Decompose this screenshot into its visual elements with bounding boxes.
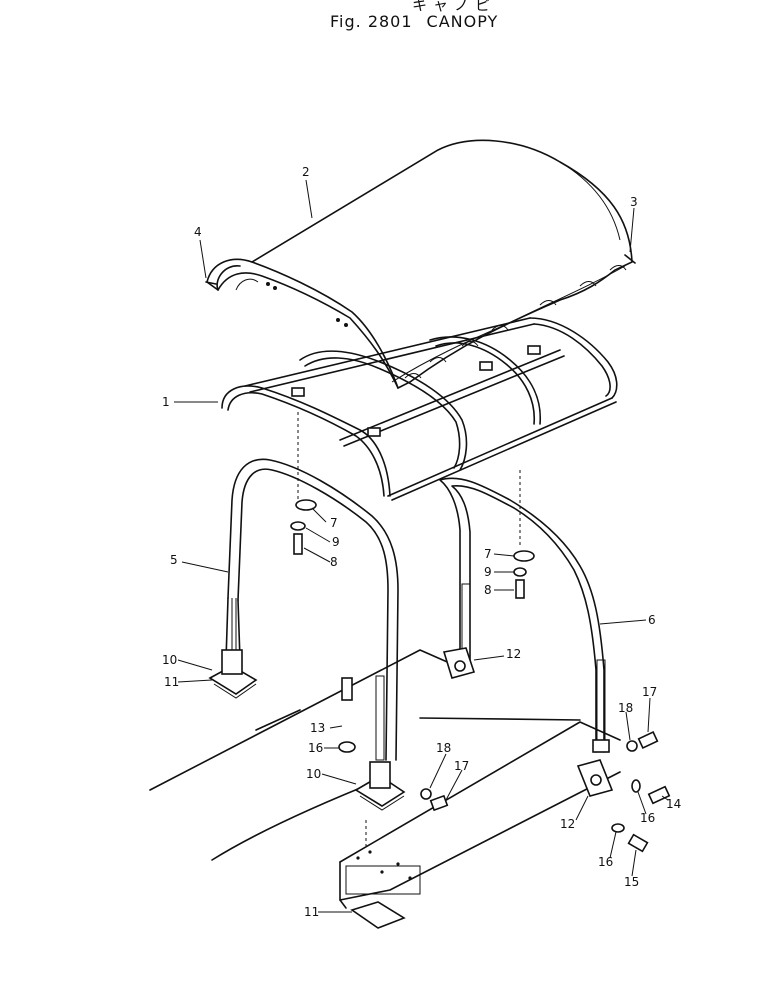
callout-4: 4 <box>194 225 202 239</box>
callout-8-right: 8 <box>484 583 492 597</box>
left-support-bow <box>225 458 399 761</box>
canopy-frame <box>221 317 618 501</box>
figure-name: CANOPY <box>426 12 499 31</box>
callout-6: 6 <box>648 613 656 627</box>
bottom-plate <box>350 901 406 929</box>
callout-12-rear: 12 <box>560 817 575 831</box>
callout-15: 15 <box>624 875 639 889</box>
callout-18-right: 18 <box>618 701 633 715</box>
callout-14: 14 <box>666 797 681 811</box>
callout-8-left: 8 <box>330 555 338 569</box>
callout-7-right: 7 <box>484 547 492 561</box>
right-rear-bracket <box>576 759 614 797</box>
callout-16-left: 16 <box>308 741 323 755</box>
callout-3: 3 <box>630 195 638 209</box>
callout-17-center: 17 <box>454 759 469 773</box>
callout-9-left: 9 <box>332 535 340 549</box>
callout-2: 2 <box>302 165 310 179</box>
callout-18-center: 18 <box>436 741 451 755</box>
callout-labels: 1 2 3 4 5 6 7 7 8 8 9 9 10 10 11 11 12 1… <box>162 165 681 919</box>
callout-11-bottom: 11 <box>304 905 319 919</box>
callout-13: 13 <box>310 721 325 735</box>
figure-number: Fig. 2801 <box>330 12 413 31</box>
leader-lines <box>174 179 669 913</box>
callout-10-rear: 10 <box>306 767 321 781</box>
canopy-roof <box>205 139 636 390</box>
callout-1: 1 <box>162 395 170 409</box>
callout-16-bottom: 16 <box>598 855 613 869</box>
figure-title: Fig. 2801 CANOPY <box>330 12 498 31</box>
callout-10-front: 10 <box>162 653 177 667</box>
figure-title-japanese: キャノピ <box>412 0 497 14</box>
left-front-mount <box>208 649 258 699</box>
right-front-bracket <box>442 647 476 679</box>
callout-7-left: 7 <box>330 516 338 530</box>
callout-16-right: 16 <box>640 811 655 825</box>
callout-11-front: 11 <box>164 675 179 689</box>
callout-5: 5 <box>170 553 178 567</box>
callout-17-right: 17 <box>642 685 657 699</box>
left-rear-mount <box>354 761 406 811</box>
callout-9-right: 9 <box>484 565 492 579</box>
callout-12-front: 12 <box>506 647 521 661</box>
fasteners <box>290 412 671 853</box>
right-support-bow <box>439 477 610 753</box>
